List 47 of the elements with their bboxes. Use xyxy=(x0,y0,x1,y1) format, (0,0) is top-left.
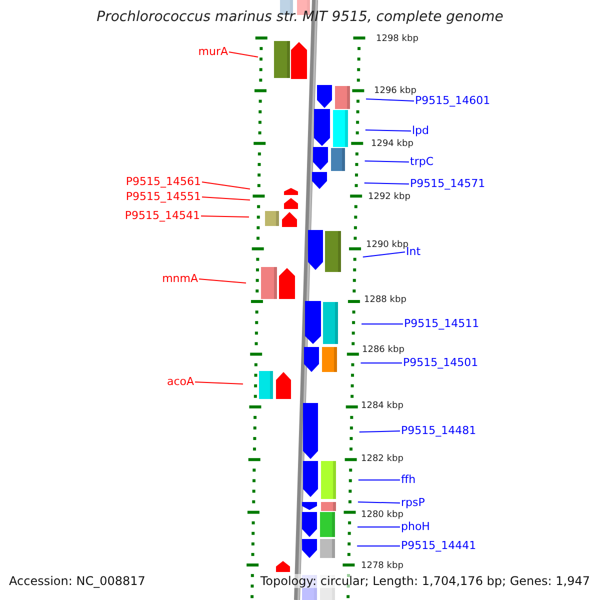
gene-label: P9515_14571 xyxy=(410,177,486,191)
leader-line xyxy=(364,182,410,184)
gene-label: trpC xyxy=(410,155,434,169)
scale-label: 1280 kbp xyxy=(361,509,404,522)
gene-label: P9515_14551 xyxy=(126,190,201,204)
gene-label: rpsP xyxy=(401,496,425,510)
scale-label: 1288 kbp xyxy=(364,294,406,307)
gene-label: mnmA xyxy=(162,272,198,286)
leader-line xyxy=(198,278,246,284)
diagram-title: Prochlorococcus marinus str. MIT 9515, complete genome xyxy=(96,10,504,24)
gene-label: Int xyxy=(406,245,421,259)
leader-line xyxy=(228,52,258,58)
leader-line xyxy=(356,526,400,528)
leader-line xyxy=(202,182,250,190)
gene-label: acoA xyxy=(166,375,194,389)
scale-label: 1284 kbp xyxy=(361,400,404,413)
gene-label: P9515_14481 xyxy=(401,424,476,438)
gene-label: P9515_14601 xyxy=(415,94,490,108)
gene-label: P9515_14561 xyxy=(126,175,201,189)
genome-info-text: Topology: circular; Length: 1,704,176 bp; Genes: 1,947 xyxy=(260,574,590,588)
gene-label: lpd xyxy=(412,124,430,138)
gene-label: P9515_14541 xyxy=(124,209,200,223)
gene-label: ffh xyxy=(401,473,416,487)
scale-label: 1296 kbp xyxy=(374,85,416,96)
gene-label: P9515_14441 xyxy=(401,539,476,553)
scale-label: 1278 kbp xyxy=(361,560,404,573)
gene-label: P9515_14501 xyxy=(403,356,478,370)
leader-line xyxy=(364,160,410,162)
leader-line xyxy=(358,430,400,432)
leader-line xyxy=(200,216,250,218)
accession-text: Accession: NC_008817 xyxy=(9,574,146,588)
gene-label: phoH xyxy=(401,520,430,534)
leader-line xyxy=(366,98,414,102)
scale-label: 1282 kbp xyxy=(361,453,404,466)
scale-label: 1290 kbp xyxy=(366,239,408,250)
gene-label: murA xyxy=(198,45,228,59)
scale-label: 1286 kbp xyxy=(362,344,404,357)
scale-label: 1294 kbp xyxy=(371,138,414,151)
scale-label: 1298 kbp xyxy=(376,33,418,46)
leader-line xyxy=(202,196,250,200)
leader-line xyxy=(194,382,244,384)
leader-line xyxy=(364,130,412,132)
leader-line xyxy=(362,252,406,258)
leader-line xyxy=(357,502,400,504)
gene-label: P9515_14511 xyxy=(404,317,480,331)
leader-line xyxy=(360,362,402,364)
scale-label: 1292 kbp xyxy=(368,191,410,204)
